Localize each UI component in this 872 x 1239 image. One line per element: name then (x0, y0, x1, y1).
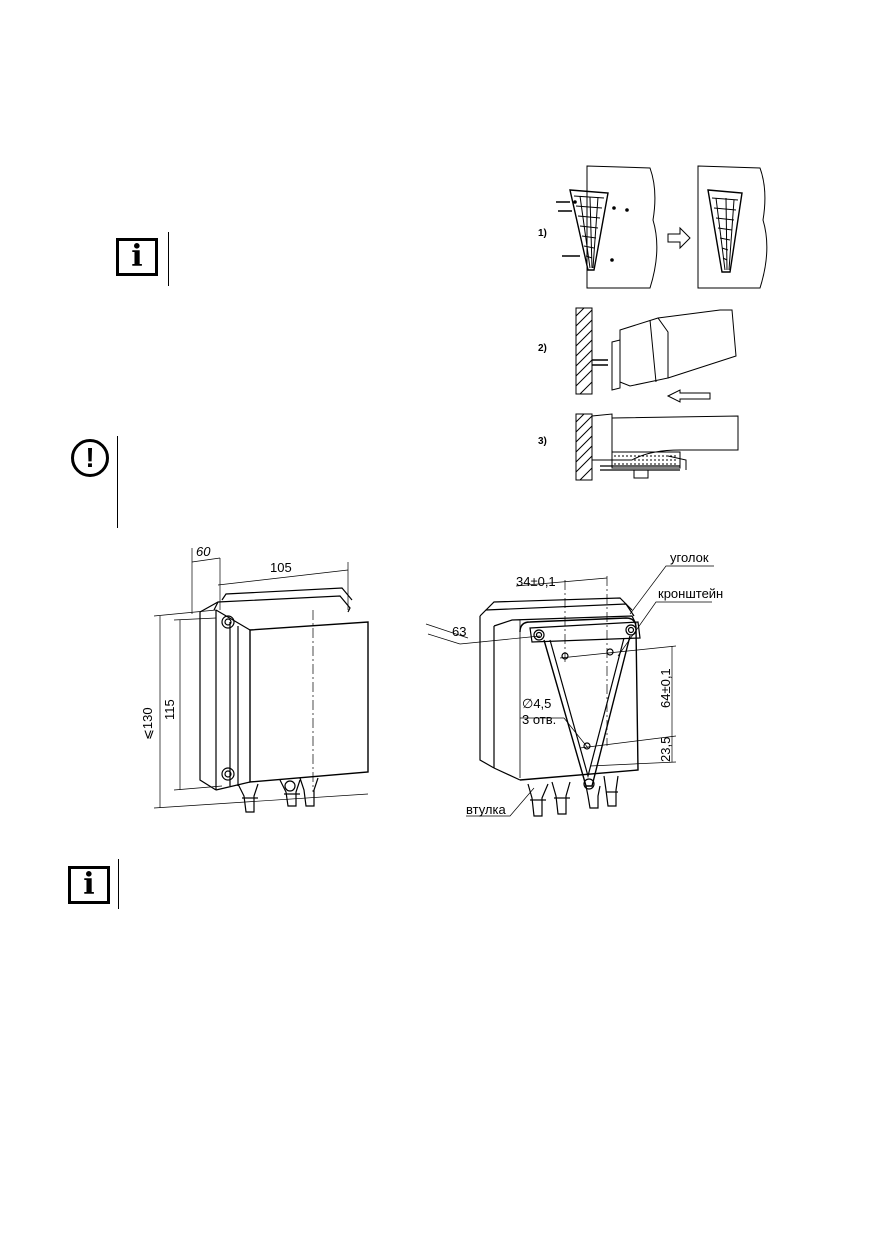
dim-width-label: 105 (270, 560, 292, 575)
dim-bottom-label: 23,5 (658, 737, 673, 762)
dim-height-label: 115 (162, 699, 177, 720)
info-note-divider (118, 859, 119, 909)
dim-depth-label: 60 (196, 544, 211, 559)
label-bracket: кронштейн (658, 586, 723, 601)
dim-depth-label: 63 (452, 624, 466, 639)
step2-device-approach (575, 307, 737, 403)
info-note-divider (168, 232, 169, 286)
label-bushing: втулка (466, 802, 506, 817)
step-label-3: 3) (538, 436, 547, 447)
step-label-2: 2) (538, 343, 547, 354)
rear-view-drawing: 34±0,1 63 64±0,1 23,5 ∅4,5 3 отв. уголок… (425, 550, 723, 817)
step1-bracket-mounting (556, 165, 768, 289)
front-view-drawing: 60 105 ⩽130 115 (140, 544, 369, 813)
warning-note-divider (117, 436, 118, 528)
info-icon: i (68, 866, 110, 904)
step-label-1: 1) (538, 228, 547, 239)
info-icon-letter: i (83, 867, 95, 902)
label-corner: уголок (670, 550, 709, 565)
hole-diameter-label: ∅4,5 (522, 696, 551, 711)
warning-icon: ! (71, 439, 109, 477)
dim-height-max-label: ⩽130 (140, 707, 155, 740)
mounting-steps-illustration (556, 165, 768, 481)
dim-vertical-label: 64±0,1 (658, 668, 673, 708)
dim-hole-spacing-label: 34±0,1 (516, 574, 556, 589)
info-icon-letter: i (131, 239, 143, 274)
hole-count-label: 3 отв. (522, 712, 556, 727)
warning-icon-letter: ! (85, 442, 95, 473)
info-icon: i (116, 238, 158, 276)
step3-device-latched (575, 413, 739, 481)
